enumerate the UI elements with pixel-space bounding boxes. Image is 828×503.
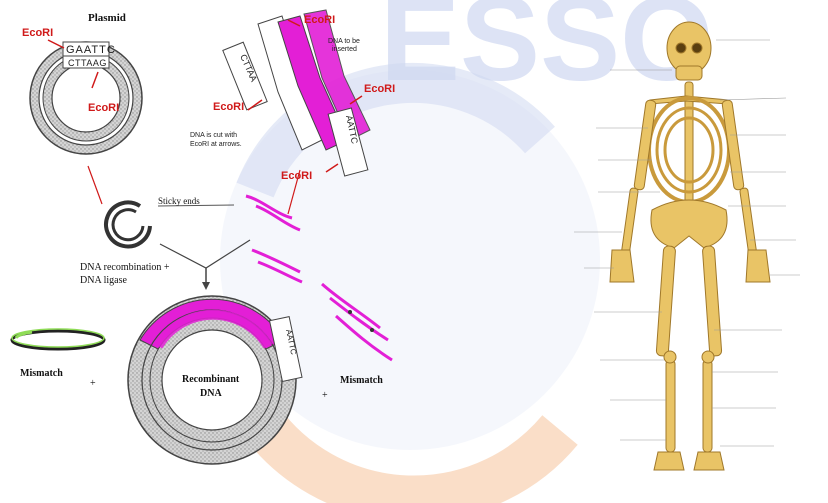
figure: ESSO GAATTC CTTAAG — [0, 0, 828, 503]
human-skeleton — [0, 0, 828, 503]
